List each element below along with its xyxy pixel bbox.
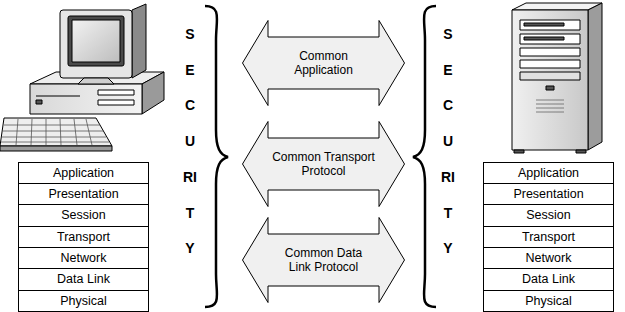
vertical-label: SECURITY bbox=[183, 17, 197, 267]
node-text: Common Application bbox=[278, 49, 370, 77]
osi-layer-box: Application bbox=[483, 162, 614, 184]
node-text: Physical bbox=[525, 294, 572, 309]
osi-layer-box: Network bbox=[18, 247, 149, 269]
double-arrow-outline bbox=[243, 218, 405, 303]
osi-layer-box: Application bbox=[18, 162, 149, 184]
node-text: Data Link bbox=[57, 272, 110, 287]
osi-layer-box: Physical bbox=[18, 290, 149, 312]
curly-brace bbox=[413, 6, 436, 307]
node-text: Network bbox=[526, 251, 572, 266]
node-text: Transport bbox=[522, 230, 575, 245]
osi-layer-box: Presentation bbox=[18, 183, 149, 205]
server-tower bbox=[512, 3, 602, 153]
osi-layer-box: Physical bbox=[483, 290, 614, 312]
osi-layer-box: Session bbox=[483, 204, 614, 227]
node-text: Data Link bbox=[522, 272, 575, 287]
block-arrow: Common Transport Protocol bbox=[242, 121, 405, 207]
osi-layer-box: Transport bbox=[18, 226, 149, 248]
osi-layer-box: Data Link bbox=[18, 268, 149, 291]
osi-layer-box: Data Link bbox=[483, 268, 614, 291]
node-text: Transport bbox=[57, 230, 110, 245]
node-text: Application bbox=[53, 166, 114, 181]
double-arrow-outline bbox=[243, 21, 405, 106]
osi-layer-box: Transport bbox=[483, 226, 614, 248]
node-text: Session bbox=[526, 208, 570, 223]
osi-layer-box: Presentation bbox=[483, 183, 614, 205]
node-text: Presentation bbox=[48, 187, 118, 202]
node-text: Presentation bbox=[513, 187, 583, 202]
node-text: Network bbox=[61, 251, 107, 266]
node-text: Application bbox=[518, 166, 579, 181]
curly-brace bbox=[205, 6, 228, 307]
vertical-label: SECURITY bbox=[441, 17, 455, 267]
node-text: Session bbox=[61, 208, 105, 223]
double-arrow-outline bbox=[243, 122, 405, 207]
block-arrow: Common Data Link Protocol bbox=[242, 217, 405, 303]
osi-layer-box: Network bbox=[483, 247, 614, 269]
node-text: Common Transport Protocol bbox=[269, 150, 379, 178]
node-text: Common Data Link Protocol bbox=[278, 246, 370, 274]
osi-layer-box: Session bbox=[18, 204, 149, 227]
desktop-computer bbox=[0, 4, 164, 151]
node-text: Physical bbox=[60, 294, 107, 309]
block-arrow: Common Application bbox=[242, 20, 405, 106]
